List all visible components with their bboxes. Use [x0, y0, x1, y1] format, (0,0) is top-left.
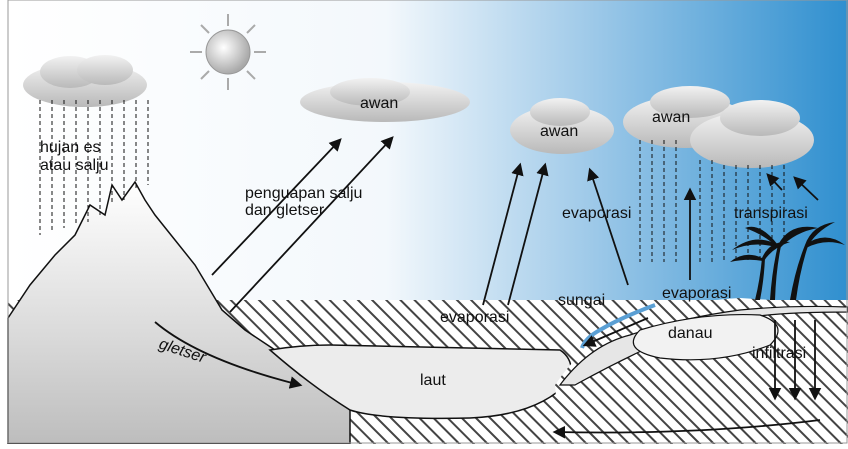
label-transpirasi: transpirasi — [734, 205, 808, 222]
label-evaporasi-sea: evaporasi — [440, 309, 509, 326]
label-hujan-line1: hujan es — [40, 139, 101, 156]
label-penguapan-line2: dan gletser — [245, 202, 325, 219]
label-awan-left: awan — [360, 95, 398, 112]
label-laut: laut — [420, 372, 446, 389]
label-hujan-line2: atau salju — [40, 157, 109, 174]
label-evaporasi-lake: evaporasi — [662, 285, 731, 302]
label-evaporasi-top: evaporasi — [562, 205, 631, 222]
sun-icon — [190, 14, 266, 90]
label-awan-right: awan — [652, 109, 690, 126]
label-infiltrasi: infiltrasi — [752, 345, 806, 362]
label-danau: danau — [668, 325, 713, 342]
label-sungai: sungai — [558, 292, 605, 309]
label-penguapan-line1: penguapan salju — [245, 185, 362, 202]
label-awan-mid: awan — [540, 123, 578, 140]
